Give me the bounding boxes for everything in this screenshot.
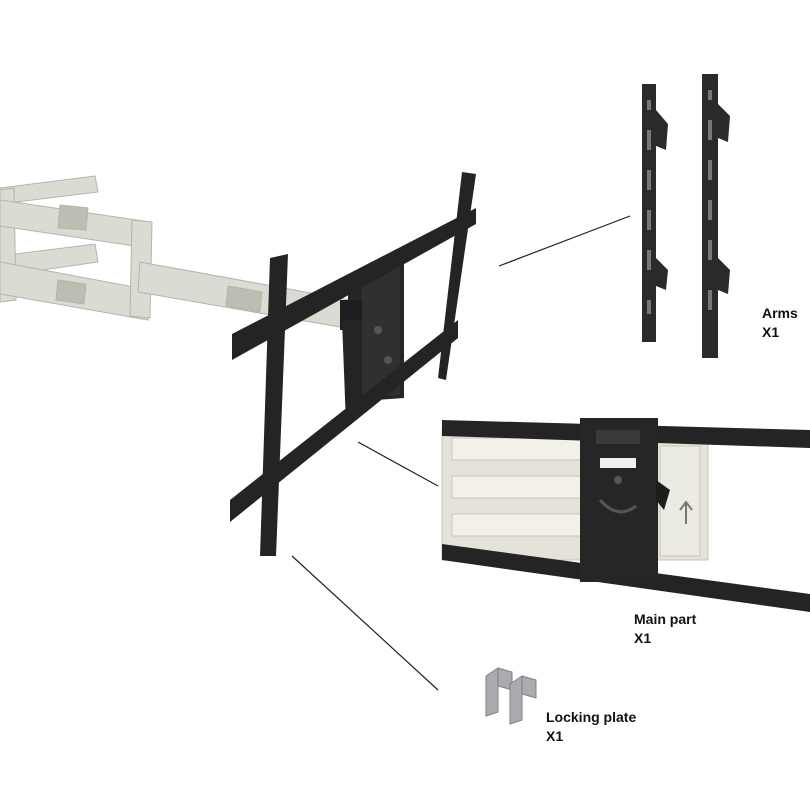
main-part-head [580, 418, 670, 582]
assembled-wall-mount [0, 172, 476, 556]
label-arms: Arms X1 [762, 304, 798, 342]
main-part [441, 418, 810, 612]
label-arms-quantity: X1 [762, 324, 780, 340]
arm-rail-left [642, 84, 668, 342]
vesa-bracket [230, 172, 476, 556]
leader-lines [291, 215, 631, 691]
arms-part [642, 74, 730, 358]
label-main-part: Main part X1 [634, 610, 696, 648]
label-locking-plate-quantity: X1 [546, 728, 564, 744]
label-main-part-quantity: X1 [634, 630, 652, 646]
locking-plate-part [485, 667, 537, 725]
label-main-part-name: Main part [634, 611, 697, 627]
arm-rail-right [702, 74, 730, 358]
label-arms-name: Arms [762, 305, 798, 321]
label-locking-plate-name: Locking plate [546, 709, 637, 725]
label-locking-plate: Locking plate X1 [546, 708, 636, 746]
